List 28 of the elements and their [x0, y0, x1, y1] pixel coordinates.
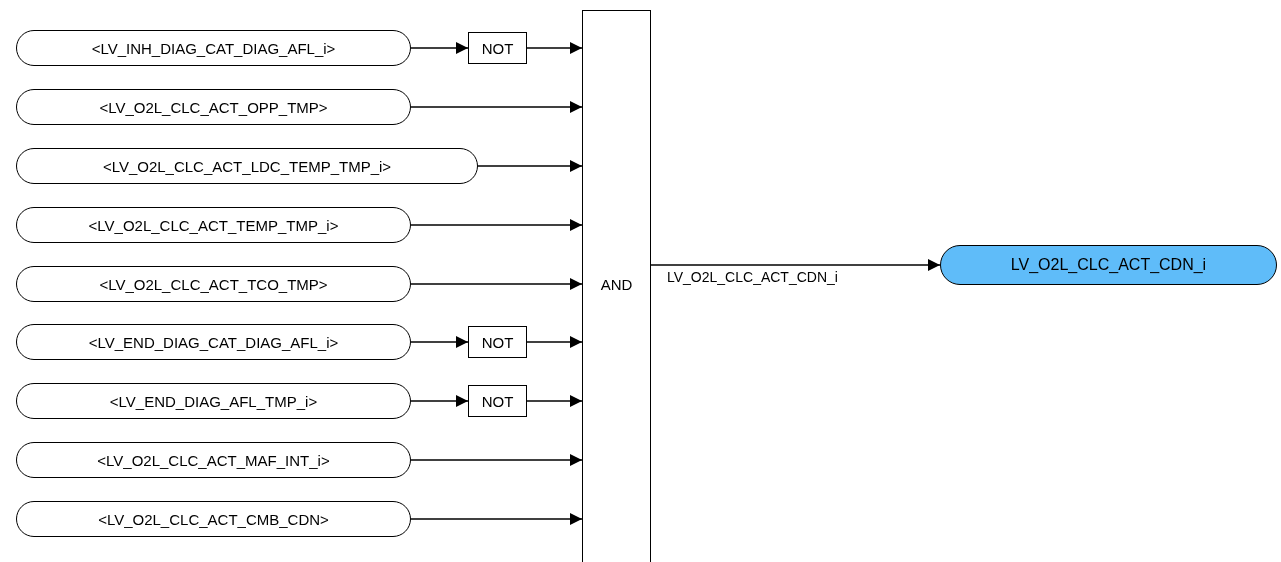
- signal-input-terminal: <LV_O2L_CLC_ACT_TCO_TMP>: [16, 266, 411, 302]
- not-gate-box: NOT: [468, 32, 527, 64]
- arrow: [477, 160, 583, 172]
- arrow: [410, 513, 583, 525]
- arrow: [410, 336, 469, 348]
- arrow: [410, 278, 583, 290]
- arrow: [526, 336, 583, 348]
- signal-input-terminal: <LV_END_DIAG_CAT_DIAG_AFL_i>: [16, 324, 411, 360]
- arrow: [526, 395, 583, 407]
- arrow: [526, 42, 583, 54]
- arrow: [650, 259, 941, 271]
- signal-input-terminal: <LV_O2L_CLC_ACT_TEMP_TMP_i>: [16, 207, 411, 243]
- arrow: [410, 219, 583, 231]
- signal-input-terminal: <LV_INH_DIAG_CAT_DIAG_AFL_i>: [16, 30, 411, 66]
- not-gate-box: NOT: [468, 326, 527, 358]
- signal-output-terminal: LV_O2L_CLC_ACT_CDN_i: [940, 245, 1277, 285]
- arrow: [410, 42, 469, 54]
- signal-input-terminal: <LV_O2L_CLC_ACT_CMB_CDN>: [16, 501, 411, 537]
- arrow: [410, 101, 583, 113]
- signal-input-terminal: <LV_O2L_CLC_ACT_OPP_TMP>: [16, 89, 411, 125]
- not-gate-box: NOT: [468, 385, 527, 417]
- and-gate-box: AND: [582, 10, 651, 562]
- arrow: [410, 454, 583, 466]
- signal-input-terminal: <LV_O2L_CLC_ACT_MAF_INT_i>: [16, 442, 411, 478]
- edge-label: LV_O2L_CLC_ACT_CDN_i: [667, 269, 838, 285]
- signal-input-terminal: <LV_O2L_CLC_ACT_LDC_TEMP_TMP_i>: [16, 148, 478, 184]
- signal-input-terminal: <LV_END_DIAG_AFL_TMP_i>: [16, 383, 411, 419]
- arrow: [410, 395, 469, 407]
